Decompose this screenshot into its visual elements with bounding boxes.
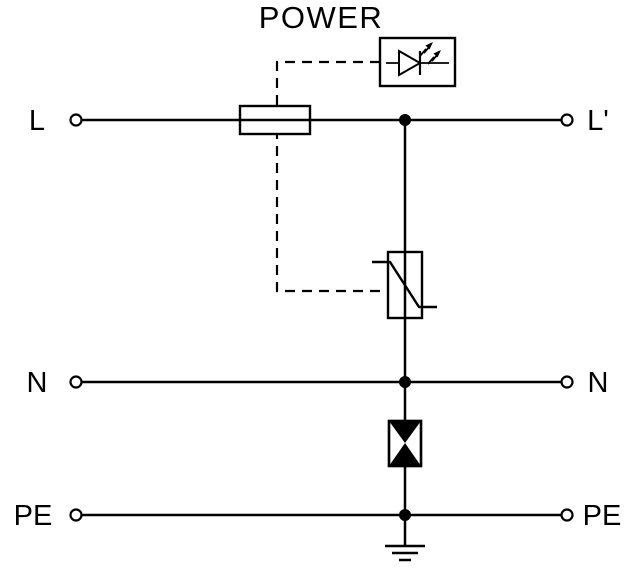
- label-pe-right: PE: [583, 500, 622, 532]
- label-l-left: L: [29, 105, 45, 137]
- led-emission-arrows-icon: [419, 42, 441, 65]
- gdt-top-triangle: [389, 421, 421, 443]
- terminal-n-left: [69, 375, 83, 389]
- led-triangle: [398, 49, 423, 77]
- led-arrow-1-shaft: [419, 45, 431, 57]
- conductor-pe: [69, 508, 574, 522]
- led-indicator-icon: [378, 36, 457, 88]
- varistor-strike: [372, 260, 437, 309]
- terminal-pe-left: [69, 508, 83, 522]
- earth-ground-icon: [385, 515, 425, 562]
- indicator-link-dashed-line: [275, 60, 387, 293]
- led-diode-icon: [386, 49, 449, 77]
- terminal-pe-right: [560, 508, 574, 522]
- gdt-bottom-triangle: [389, 443, 421, 466]
- conductor-n: [69, 375, 574, 389]
- junction-dot-l: [399, 114, 411, 126]
- gas-discharge-tube-icon: [387, 419, 423, 468]
- junction-dot-pe: [399, 509, 411, 521]
- conductor-l: [69, 113, 574, 127]
- gdt-outline: [387, 419, 423, 468]
- varistor-icon: [372, 250, 437, 320]
- terminal-l-left: [69, 113, 83, 127]
- varistor-body: [386, 250, 424, 320]
- label-n-right: N: [588, 367, 609, 399]
- label-n-left: N: [27, 367, 48, 399]
- led-arrow-2-head: [433, 50, 441, 58]
- terminal-n-right: [560, 375, 574, 389]
- led-arrow-2-shaft: [427, 53, 439, 65]
- diagram-title: POWER: [259, 0, 384, 35]
- label-pe-left: PE: [14, 500, 53, 532]
- junction-dot-n: [399, 376, 411, 388]
- terminal-l-right: [560, 113, 574, 127]
- label-l-right: L': [587, 105, 609, 137]
- led-arrow-1-head: [425, 42, 433, 50]
